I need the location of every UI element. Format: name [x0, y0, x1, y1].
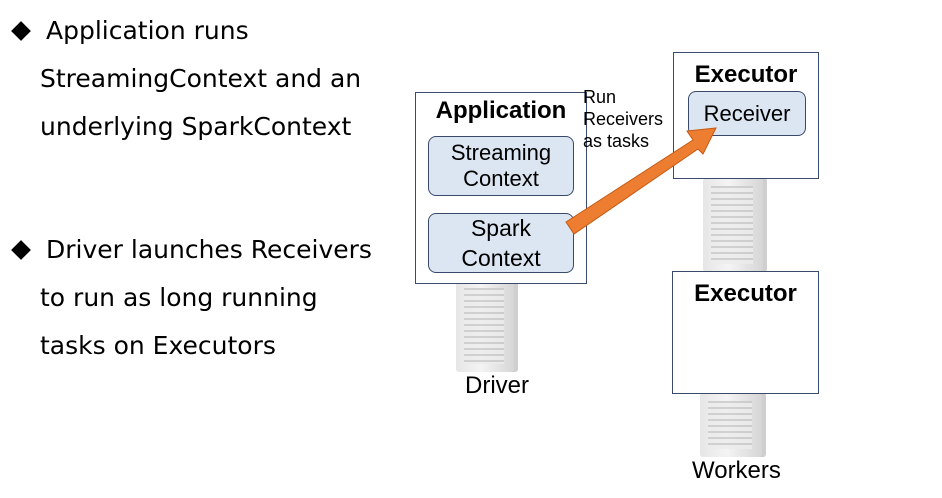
receiver-box: Receiver [688, 91, 806, 136]
bullet-line: to run as long running [40, 283, 318, 312]
executor-title: Executor [694, 280, 797, 307]
arrow-note-line: Receivers [583, 109, 664, 129]
streaming-context-line: Streaming [450, 140, 552, 165]
executor-box-top: Executor Receiver [673, 52, 819, 179]
bullet-line: Driver launches Receivers [46, 235, 372, 264]
worker-server-icon [700, 393, 766, 457]
streaming-context-line: Context [463, 166, 539, 191]
spark-context-box: Spark Context [428, 213, 574, 273]
diamond-bullet-icon [11, 21, 31, 41]
spark-context-line: Context [461, 245, 541, 271]
bullet-driver: Driver launches Receivers to run as long… [8, 226, 388, 370]
application-box: Application Streaming Context Spark Cont… [415, 92, 587, 284]
receiver-label: Receiver [703, 100, 791, 126]
bullet-line: StreamingContext and an [40, 64, 362, 93]
bullet-line: underlying SparkContext [40, 112, 352, 141]
driver-server-icon [456, 280, 518, 372]
arrow-note: Run Receivers as tasks [583, 86, 663, 152]
workers-label: Workers [692, 457, 781, 484]
driver-label: Driver [465, 372, 529, 399]
worker-server-icon [703, 178, 767, 272]
executor-title: Executor [694, 61, 798, 88]
arrow-note-line: as tasks [583, 131, 650, 151]
bullet-line: Application runs [46, 16, 249, 45]
diamond-bullet-icon [11, 240, 31, 260]
streaming-context-box: Streaming Context [428, 136, 574, 196]
bullet-line: tasks on Executors [40, 331, 276, 360]
bullet-application: Application runs StreamingContext and an… [8, 7, 388, 151]
arrow-note-line: Run [583, 87, 617, 107]
application-title: Application [435, 97, 567, 124]
spark-context-line: Spark [470, 215, 532, 241]
executor-box-bottom: Executor [672, 271, 819, 394]
